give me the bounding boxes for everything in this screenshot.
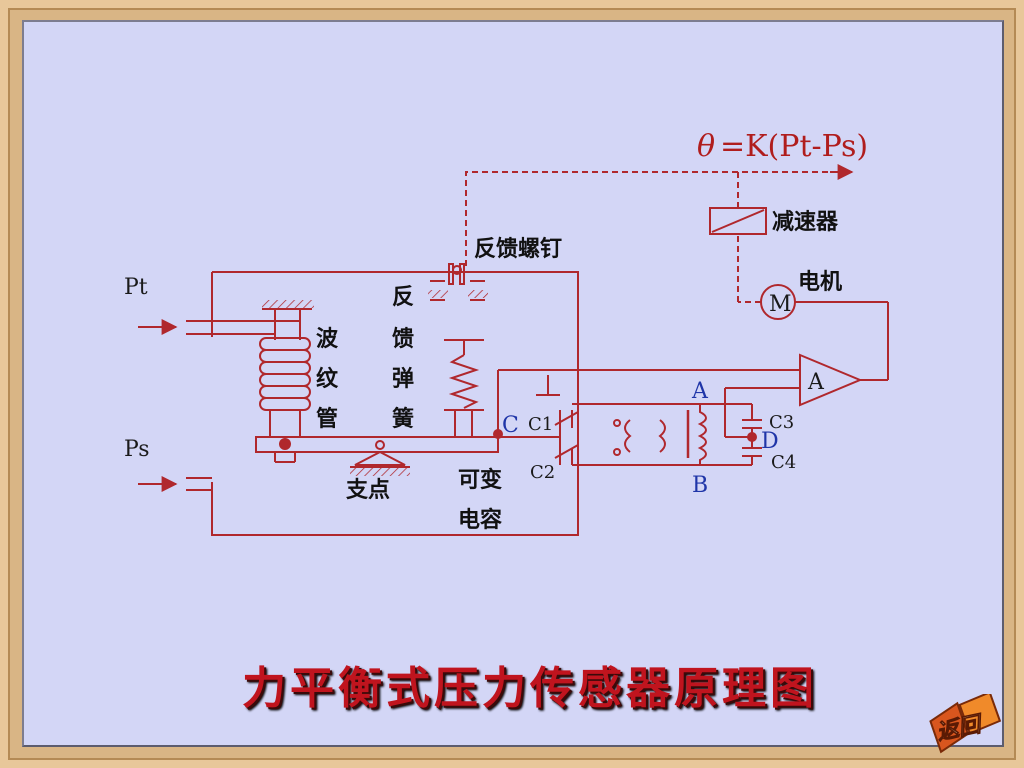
slide-panel bbox=[22, 20, 1004, 747]
c4-label: C4 bbox=[771, 452, 796, 473]
housing-box bbox=[211, 271, 579, 536]
ground-hatch-bellows bbox=[262, 300, 314, 308]
motor-symbol: M bbox=[769, 292, 792, 317]
feedback-dashed bbox=[465, 171, 830, 266]
return-button[interactable]: 返回 bbox=[924, 694, 1008, 756]
spring-label-1: 反 bbox=[392, 285, 414, 310]
pivot-label: 支点 bbox=[346, 477, 390, 503]
c2-label: C2 bbox=[530, 462, 555, 483]
bellows-label-3: 管 bbox=[316, 406, 338, 432]
point-c-label: C bbox=[502, 413, 519, 438]
pt-label: Pt bbox=[124, 275, 148, 300]
reducer-label: 减速器 bbox=[772, 209, 839, 235]
ps-label: Ps bbox=[124, 437, 150, 462]
bellows bbox=[259, 337, 311, 411]
ground-hatch-pivot bbox=[350, 468, 410, 476]
formula-theta: θ bbox=[697, 129, 715, 164]
amplifier-label: A bbox=[807, 370, 825, 395]
c1-label: C1 bbox=[528, 414, 553, 435]
bellows-joint-dot bbox=[279, 438, 291, 450]
amplifier bbox=[799, 353, 863, 407]
formula-text: =K(Pt-Ps) bbox=[720, 129, 868, 164]
bellows-label-2: 纹 bbox=[316, 366, 339, 392]
spring-label-3: 弹 bbox=[392, 367, 414, 392]
variable-cap-label-2: 电容 bbox=[458, 507, 502, 533]
pivot bbox=[354, 450, 406, 466]
point-c-dot bbox=[493, 429, 503, 439]
feedback-screw-label: 反馈螺钉 bbox=[474, 236, 562, 262]
lever-beam bbox=[255, 436, 499, 453]
diagram-title: 力平衡式压力传感器原理图 bbox=[242, 663, 818, 714]
spring-label-2: 馈 bbox=[392, 326, 414, 352]
spring-label-4: 簧 bbox=[392, 406, 414, 432]
point-a-label: A bbox=[691, 379, 709, 404]
variable-cap-label-1: 可变 bbox=[458, 467, 502, 493]
point-d-label: D bbox=[761, 429, 779, 454]
motor-label: 电机 bbox=[798, 270, 842, 295]
bellows-label-1: 波 bbox=[316, 327, 339, 352]
c3-label: C3 bbox=[769, 412, 794, 433]
point-b-label: B bbox=[692, 473, 708, 498]
feedback-spring bbox=[448, 354, 480, 409]
point-d-dot bbox=[747, 432, 757, 442]
